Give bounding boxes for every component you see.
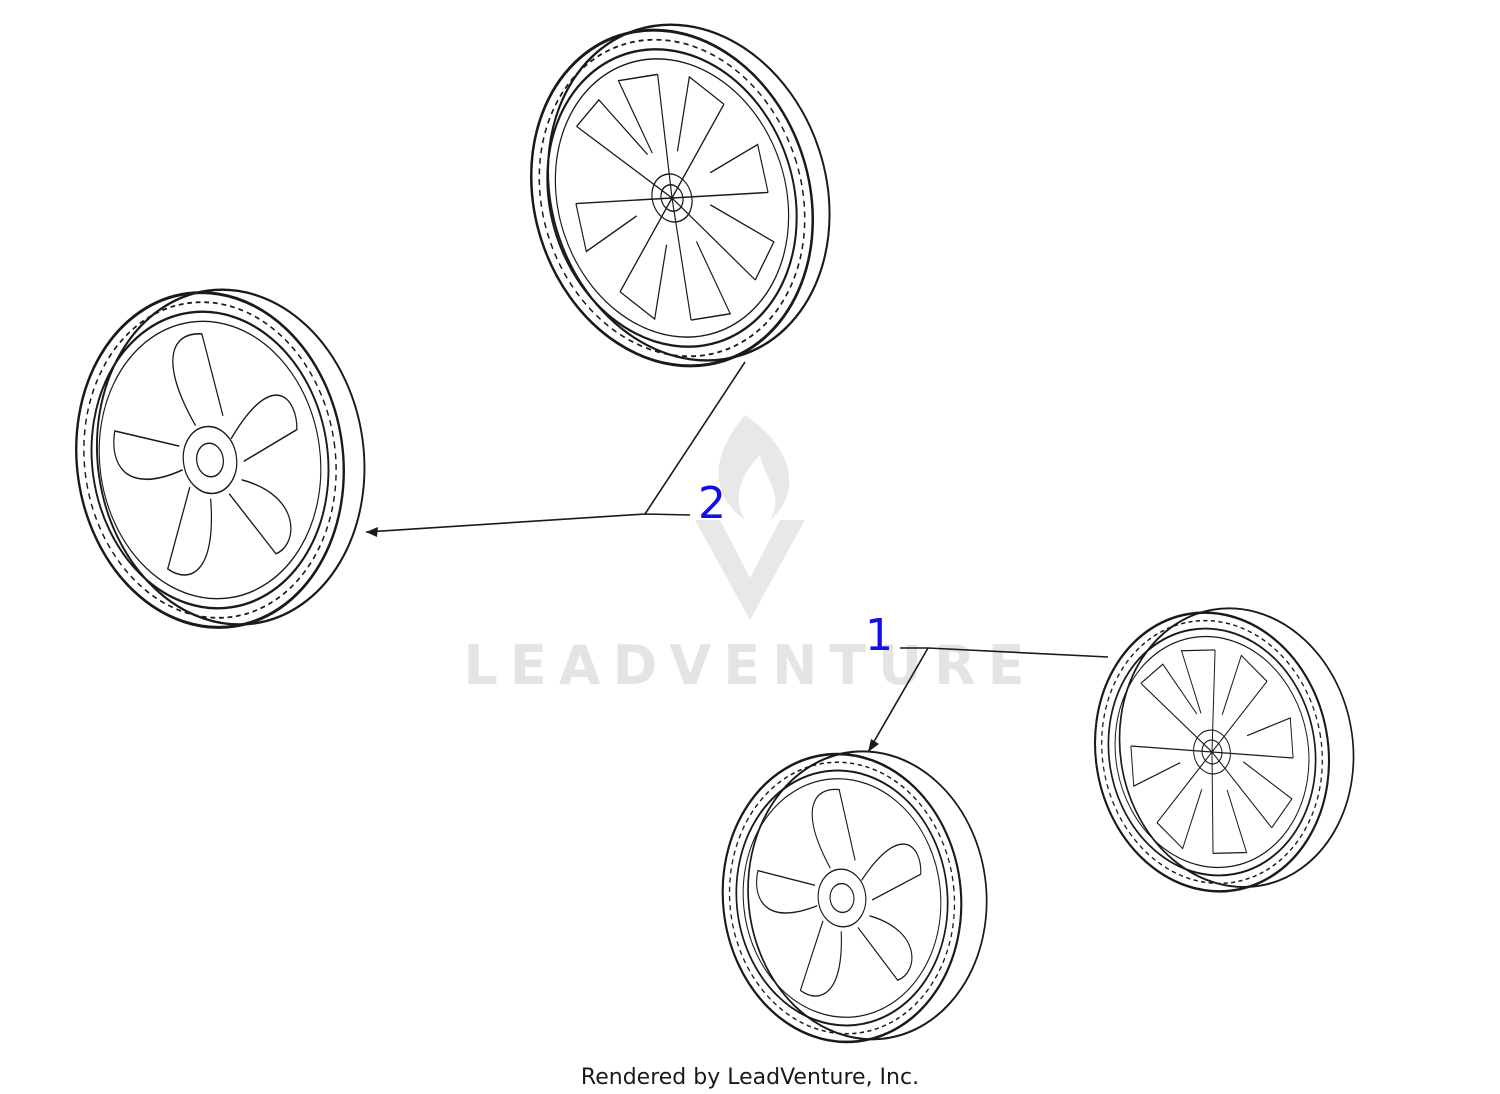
wheel-right [1072, 592, 1355, 912]
callout-label-1[interactable]: 1 [865, 610, 893, 661]
watermark-logo: LEADVENTURE [464, 415, 1037, 697]
watermark-text: LEADVENTURE [464, 634, 1037, 697]
leader-line-2-top [644, 361, 746, 515]
wheel-left [53, 273, 367, 647]
leader-line-2-left [365, 513, 691, 533]
arrowhead-1 [868, 739, 879, 752]
footer-credit: Rendered by LeadVenture, Inc. [581, 1065, 919, 1090]
callout-label-2[interactable]: 2 [698, 478, 726, 529]
wheel-bottom [707, 740, 988, 1056]
arrowhead-2 [366, 527, 378, 537]
wheel-top [487, 0, 857, 405]
leader-line-1-bottom [867, 647, 929, 753]
